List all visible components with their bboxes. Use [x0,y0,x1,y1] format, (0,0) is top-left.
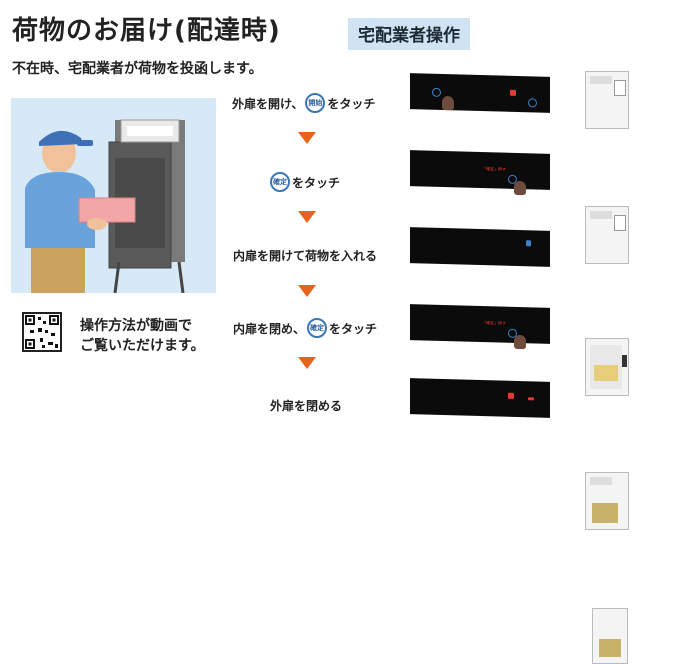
panel-step-2: 「確定」押す [410,150,550,196]
locker-screen [127,126,173,136]
operator-tag: 宅配業者操作 [348,18,470,50]
delivery-illustration [11,98,216,293]
courier-body [25,172,95,248]
qr-code-icon [25,315,59,349]
arrow-down-icon [298,357,316,369]
courier-cap [39,130,83,146]
page-subtitle: 不在時、宅配業者が荷物を投函します。 [12,61,263,77]
confirm-button-icon: 確定 [270,172,290,192]
panel-step-1 [410,73,550,113]
hand-icon [514,334,526,350]
open-button-indicator [432,87,441,97]
step-2-text: 確定 をタッチ [270,172,340,192]
locker-leg [177,261,185,293]
step-1-text: 外扉を開け、 開始 をタッチ [232,93,375,113]
panel-step-4: 「確定」押す [410,304,550,350]
open-button-icon: 開始 [305,93,326,113]
panel-step-3 [410,227,550,267]
courier-cap-brim [77,140,93,146]
page-title: 荷物のお届け(配達時) [12,16,281,46]
locker-thumb-4 [585,472,629,530]
indicator-red-icon [528,397,534,401]
confirm-prompt: 「確定」押す [482,320,506,326]
lock-blue-icon [526,240,531,247]
lock-red-icon [510,89,516,96]
courier-illustration-svg [25,119,185,293]
courier-hand [87,218,107,230]
panel-step-5 [410,378,550,418]
locker-leg [113,261,121,293]
step-4-text: 内扉を閉め、 確定 をタッチ [233,318,377,338]
locker-thumb-3 [585,338,629,396]
hand-icon [514,180,526,196]
arrow-down-icon [298,285,316,297]
confirm-button-icon: 確定 [307,318,328,338]
step-3-text: 内扉を開けて荷物を入れる [233,249,378,263]
confirm-indicator [528,98,537,108]
arrow-down-icon [298,211,316,223]
step-5-text: 外扉を閉める [270,399,343,413]
hand-icon [442,96,454,111]
locker-thumb-2 [585,206,629,264]
package [78,197,136,223]
arrow-down-icon [298,132,316,144]
confirm-prompt: 「確定」押す [482,166,506,172]
courier-legs [31,248,85,293]
lock-red-icon [508,392,514,399]
locker-thumb-1 [585,71,629,129]
qr-note: 操作方法が動画で ご覧いただけます。 [80,318,205,354]
locker-thumb-5 [592,608,628,664]
qr-code[interactable] [22,312,62,352]
